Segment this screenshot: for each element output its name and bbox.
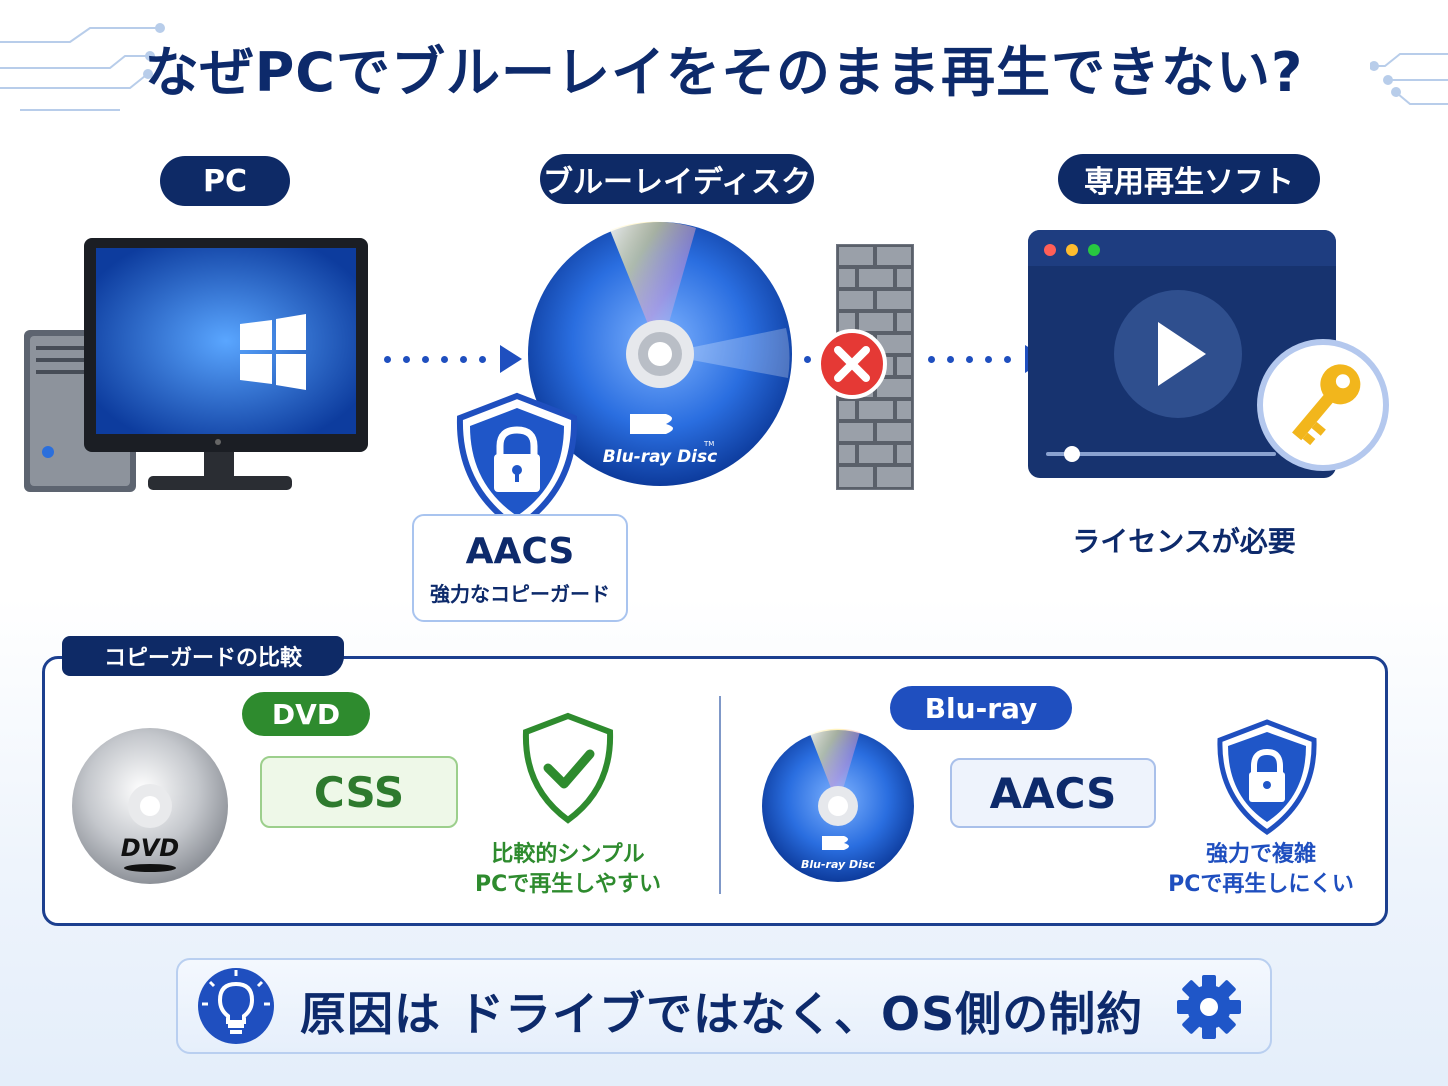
bluray-logo: Blu-ray Disc TM — [603, 414, 717, 467]
dvd-logo: DVD — [121, 834, 179, 862]
section-label-software: 専用再生ソフト — [1058, 154, 1320, 204]
svg-text:TM: TM — [703, 440, 714, 448]
circuit-decoration-right — [1370, 53, 1448, 105]
conclusion-banner — [176, 958, 1272, 1054]
bluray-small-logo: Blu-ray Disc — [801, 858, 876, 871]
play-icon — [1114, 290, 1242, 418]
comparison-label: コピーガードの比較 — [62, 636, 344, 676]
lock-shield-small-icon — [1217, 719, 1317, 836]
lock-shield-icon — [456, 392, 578, 532]
lightbulb-icon — [198, 968, 274, 1044]
conclusion-text: 原因は ドライブではなく、OS側の制約 — [300, 987, 1144, 1041]
bluray-tag: Blu-ray — [890, 686, 1072, 730]
aacs-card: AACS 強力なコピーガード — [412, 514, 628, 622]
dvd-tag: DVD — [242, 692, 370, 736]
pc-illustration — [24, 238, 368, 492]
bluray-small-disc-illustration: Blu-ray Disc — [762, 728, 914, 882]
bluray-disc-illustration: Blu-ray Disc TM — [528, 221, 792, 486]
comparison-divider — [719, 696, 721, 894]
aacs-card-title: AACS — [465, 531, 575, 572]
circuit-decoration-left — [0, 23, 165, 111]
bluray-note: 強力で複雑 PCで再生しにくい — [1168, 842, 1354, 897]
gear-icon — [1177, 975, 1241, 1039]
blocked-x-icon — [817, 329, 887, 399]
aacs-card-desc: 強力なコピーガード — [430, 582, 610, 606]
svg-text:Blu-ray Disc: Blu-ray Disc — [603, 447, 717, 467]
dvd-disc-illustration: DVD — [72, 728, 228, 884]
bluray-guard-aacs: AACS — [950, 758, 1156, 828]
page-title: なぜPCでブルーレイをそのまま再生できない? — [144, 41, 1304, 104]
dvd-note: 比較的シンプル PCで再生しやすい — [474, 842, 662, 897]
key-icon — [1257, 339, 1389, 471]
license-note: ライセンスが必要 — [1072, 525, 1296, 558]
check-shield-icon — [522, 712, 614, 824]
dvd-guard-css: CSS — [260, 756, 458, 828]
section-label-disc: ブルーレイディスク — [540, 154, 814, 204]
section-label-pc: PC — [160, 156, 290, 206]
arrow-pc-to-disc — [384, 345, 522, 373]
arrow-disc-to-wall — [804, 356, 811, 363]
windows-logo-icon — [240, 314, 306, 390]
